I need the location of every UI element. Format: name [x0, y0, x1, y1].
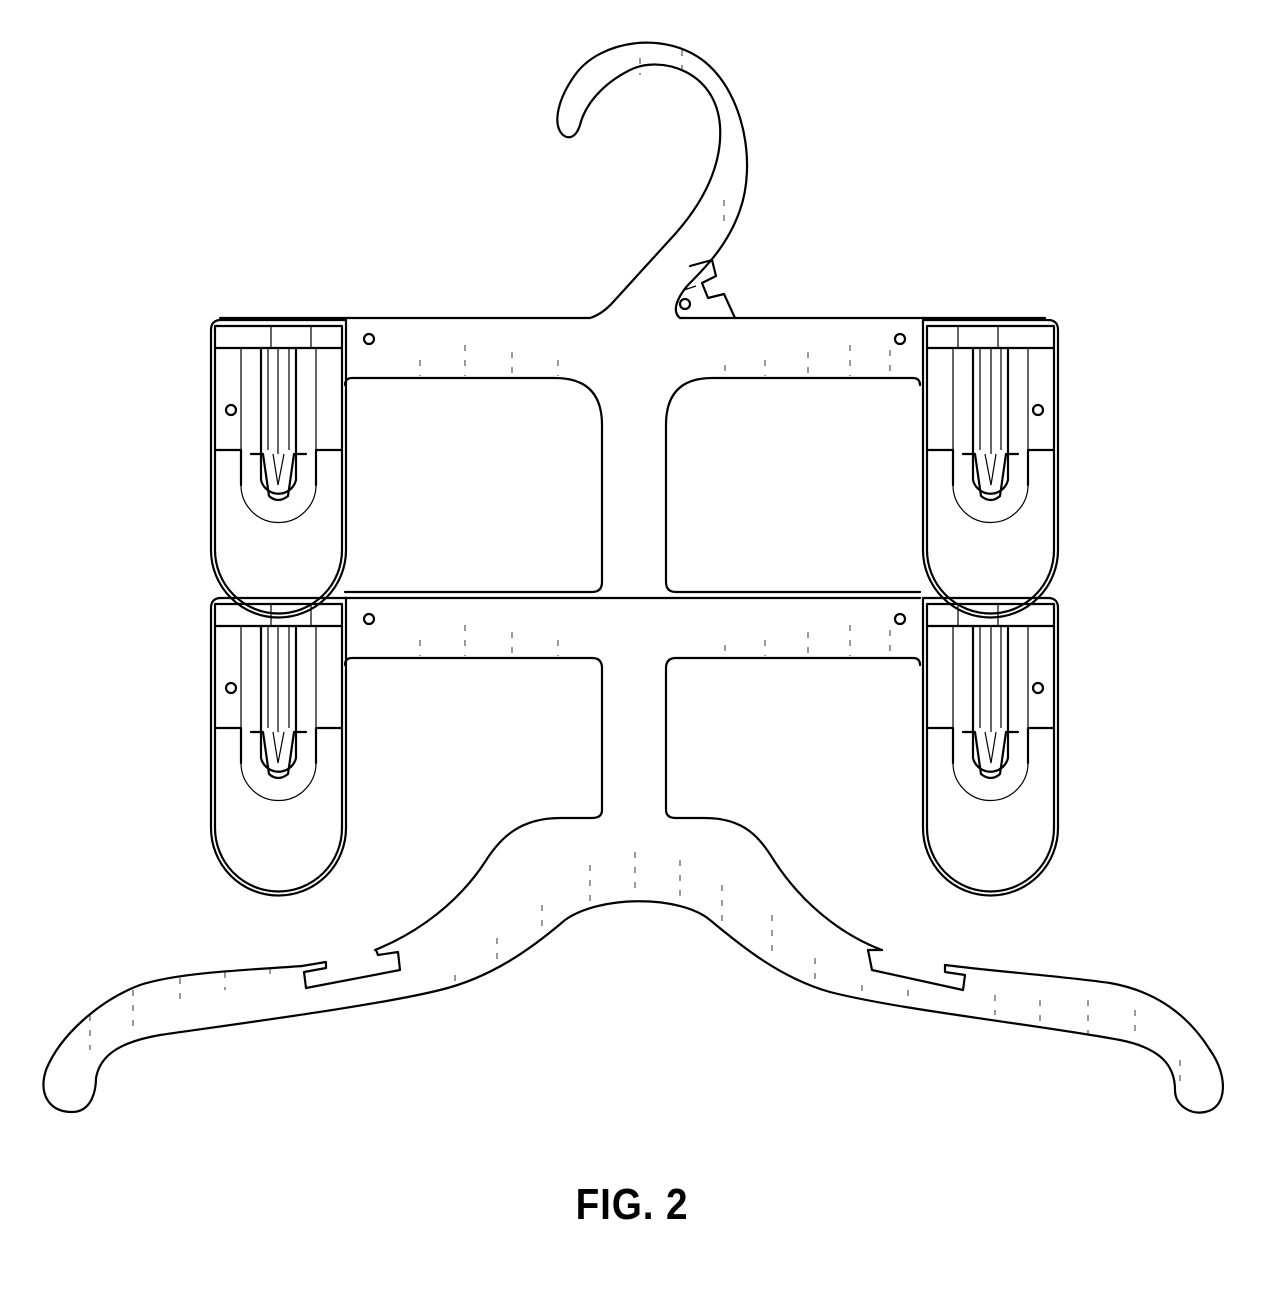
clip-top-right [921, 318, 1060, 619]
lower-crossbar [343, 596, 922, 952]
shoulder-bar [42, 852, 1224, 1114]
clip-top-left [209, 318, 348, 619]
upper-crossbar [218, 316, 1047, 594]
hook [556, 41, 749, 320]
clip-bottom-right [921, 596, 1060, 897]
clip-bottom-left [209, 596, 348, 897]
figure-label: FIG. 2 [575, 1180, 689, 1229]
